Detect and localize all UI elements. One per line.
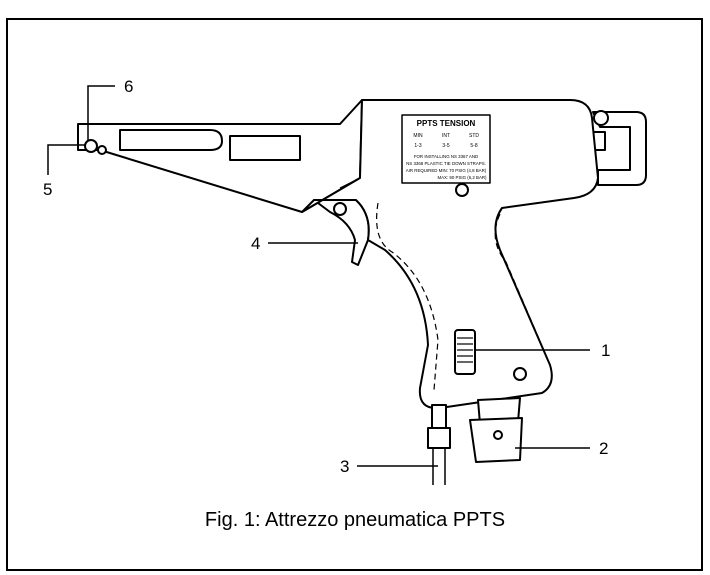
plate-title: PPTS TENSION xyxy=(417,119,476,128)
callout-6: 6 xyxy=(124,77,133,96)
plate-setting: MIN xyxy=(413,133,423,139)
cutter-screw xyxy=(84,139,98,153)
tool-nose xyxy=(77,99,363,213)
leader-line-6 xyxy=(87,85,115,140)
info-plate xyxy=(401,114,491,184)
callout-3: 3 xyxy=(340,457,349,476)
screw xyxy=(513,367,527,381)
regulator-knob xyxy=(454,329,476,375)
plate-line: MAX: 90 PSIG (6,2 BAR) xyxy=(437,175,487,180)
plate-range: 5-8 xyxy=(470,143,477,149)
leader-line-5 xyxy=(47,144,86,175)
plate-line: AIR REQUIRED MIN: 70 PSIG (4,8 BAR) xyxy=(406,168,487,173)
callout-2: 2 xyxy=(599,439,608,458)
plate-line: FOR INSTALLING NS 3367 AND xyxy=(414,154,478,159)
plate-range: 1-3 xyxy=(414,143,421,149)
plate-setting: STD xyxy=(469,133,479,139)
screw xyxy=(593,110,609,126)
screw xyxy=(455,183,469,197)
air-inlet xyxy=(431,404,447,429)
figure-caption: Fig. 1: Attrezzo pneumatica PPTS xyxy=(204,509,506,531)
plate-line: NS 3368 PLASTIC TIE DOWN STRAPS. xyxy=(406,161,486,166)
plate-range: 3-5 xyxy=(442,143,449,149)
plate-setting: INT xyxy=(442,133,450,139)
screw xyxy=(333,202,347,216)
callout-1: 1 xyxy=(601,341,610,360)
callout-4: 4 xyxy=(251,234,260,253)
tool-body xyxy=(301,99,599,410)
cutter-pin xyxy=(97,145,107,155)
callout-5: 5 xyxy=(43,180,52,199)
